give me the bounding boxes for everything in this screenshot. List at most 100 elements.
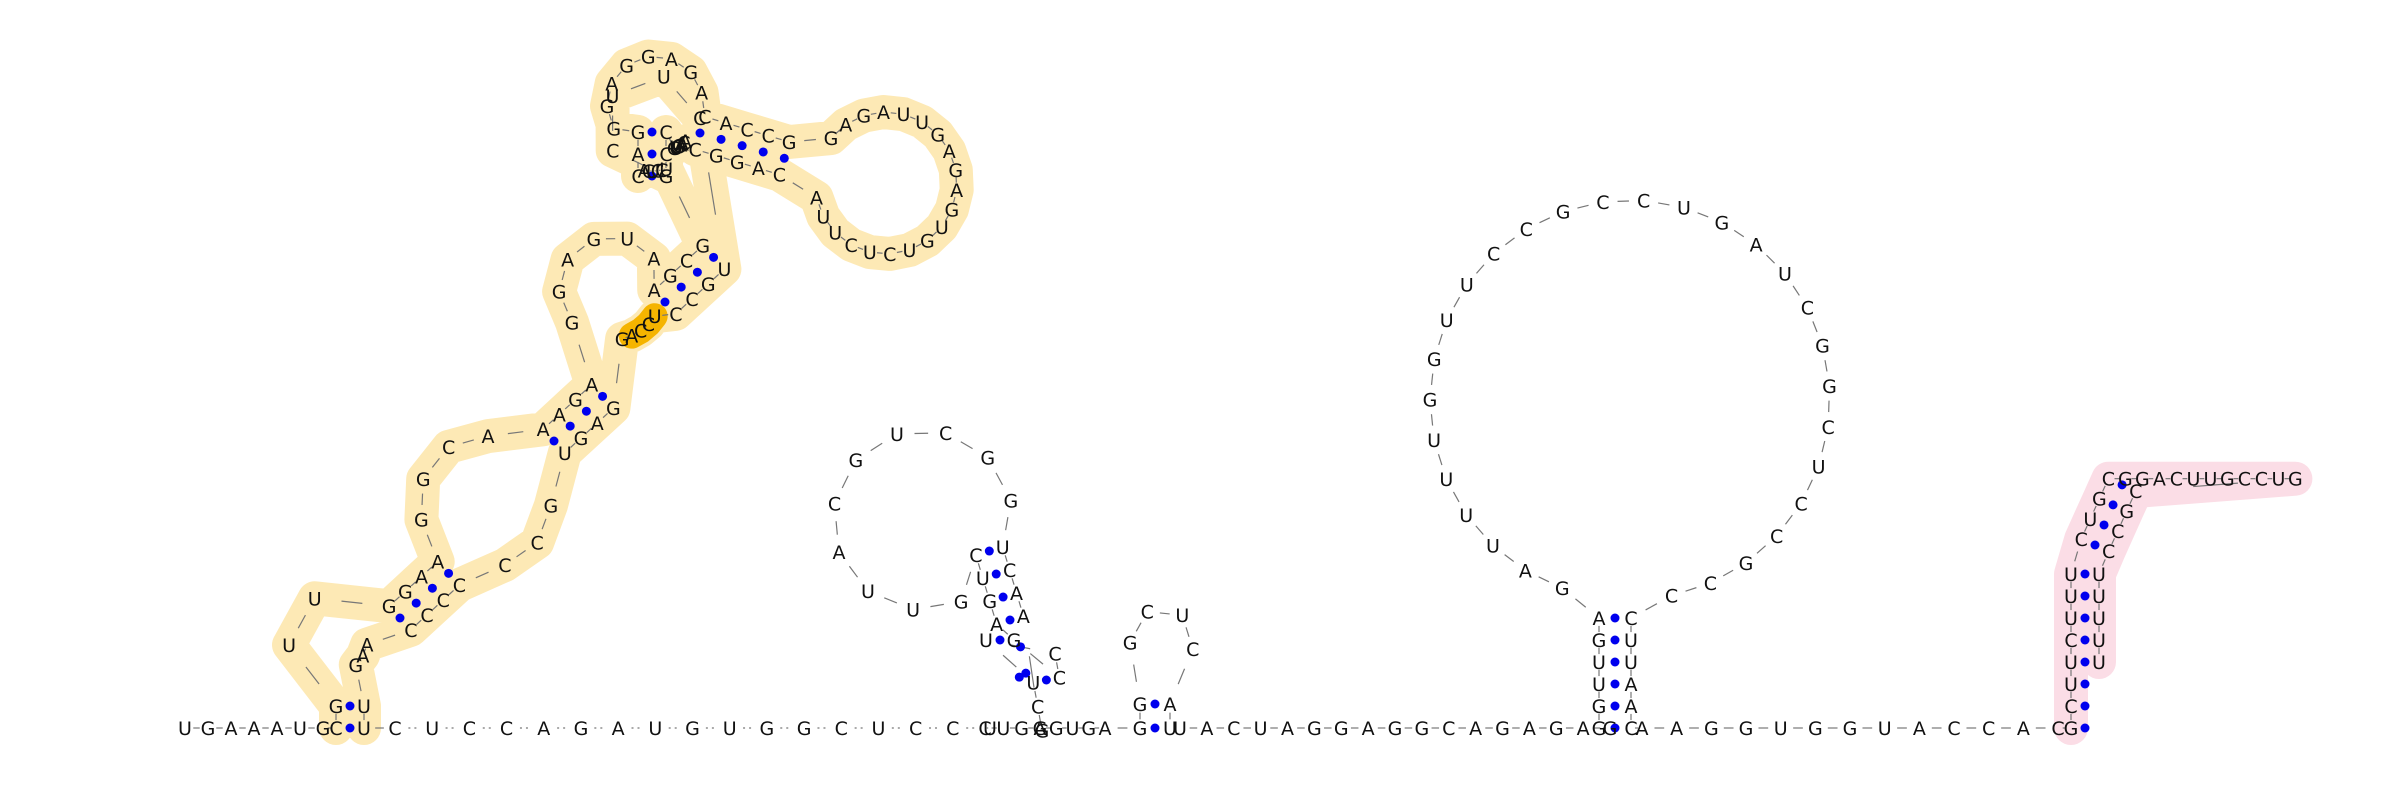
nucleotide: C <box>1003 560 1016 582</box>
backbone-link <box>884 597 898 604</box>
nucleotide: A <box>612 718 625 740</box>
backbone-link <box>1185 627 1190 637</box>
nucleotide: C <box>642 161 655 183</box>
nucleotide: A <box>561 249 574 271</box>
backbone-link <box>358 679 362 692</box>
nucleotide: C <box>655 160 668 182</box>
nucleotide: U <box>1427 430 1441 452</box>
backbone-link <box>432 604 438 610</box>
backbone-link <box>541 518 547 530</box>
backbone-link <box>1733 229 1745 238</box>
backbone-link <box>1028 656 1035 688</box>
nucleotide: C <box>651 161 664 183</box>
nucleotide: G <box>1035 720 1050 742</box>
backbone-link <box>608 91 611 98</box>
nucleotide: C <box>669 304 682 326</box>
nucleotide: G <box>849 450 864 472</box>
backbone-link <box>1002 654 1017 668</box>
nucleotide: G <box>552 282 567 304</box>
nucleotide: G <box>1555 578 1570 600</box>
nucleotide: U <box>646 161 660 183</box>
nucleotide: U <box>979 630 993 652</box>
nucleotide: A <box>1164 694 1177 716</box>
backbone-link <box>765 169 772 173</box>
backbone-link <box>909 116 916 120</box>
nucleotide: G <box>1549 718 1564 740</box>
nucleotide: C <box>642 314 655 336</box>
backbone-link <box>944 215 949 221</box>
base-pair-dot <box>1610 679 1620 689</box>
backbone-link <box>804 138 816 142</box>
backbone-link <box>659 280 665 286</box>
backbone-link <box>890 112 897 115</box>
backbone-link <box>1821 440 1826 453</box>
base-pair-dot <box>427 583 437 593</box>
nucleotide: U <box>2064 674 2078 696</box>
backbone-link <box>1005 516 1009 531</box>
nucleotide: A <box>647 249 660 271</box>
base-pair-layer <box>345 127 2127 733</box>
nucleotide: U <box>2203 469 2217 491</box>
backbone-link <box>744 163 751 167</box>
nucleotide: G <box>606 118 621 140</box>
nucleotide: C <box>1624 718 1637 740</box>
nucleotide: A <box>1625 696 1638 718</box>
backbone-link <box>702 101 705 109</box>
nucleotide: G <box>606 398 621 420</box>
nucleotide: U <box>723 718 737 740</box>
nucleotide: G <box>672 135 687 157</box>
backbone-link <box>431 458 440 468</box>
nucleotide: G <box>2092 489 2107 511</box>
nucleotide: C <box>631 166 644 188</box>
base-pair-dot <box>991 569 1001 579</box>
nucleotide: C <box>946 718 959 740</box>
nucleotide: G <box>1715 212 1730 234</box>
nucleotide: G <box>615 329 630 351</box>
backbone-link <box>1577 204 1589 209</box>
nucleotide: A <box>752 158 765 180</box>
backbone-link <box>835 128 841 134</box>
backbone-link <box>977 563 981 570</box>
backbone-link <box>953 196 956 203</box>
nucleotide: C <box>740 119 753 141</box>
nucleotide: A <box>1577 718 1590 740</box>
backbone-link <box>548 419 554 425</box>
backbone-link <box>631 159 648 168</box>
nucleotide: G <box>1427 349 1442 371</box>
base-pair-dot <box>676 282 686 292</box>
backbone-link <box>1430 414 1434 426</box>
backbone-link <box>1766 254 1776 264</box>
backbone-link <box>792 182 804 190</box>
backbone-link <box>639 171 643 175</box>
nucleotide: U <box>282 635 296 657</box>
base-pair-dot <box>444 568 454 578</box>
backbone-link <box>708 172 717 215</box>
nucleotide: G <box>1495 718 1510 740</box>
base-pair-dot <box>345 701 355 711</box>
nucleotide: C <box>463 718 476 740</box>
nucleotide: G <box>574 428 589 450</box>
backbone-link <box>896 250 903 254</box>
backbone-link <box>723 157 730 161</box>
nucleotide: U <box>1460 274 1474 296</box>
backbone-link <box>625 336 629 339</box>
nucleotide: A <box>481 426 494 448</box>
backbone-link <box>2102 485 2106 492</box>
nucleotide: G <box>1843 718 1858 740</box>
base-pair-dot <box>345 723 355 733</box>
nucleotide: C <box>1053 668 1066 690</box>
nucleotide: U <box>2092 564 2106 586</box>
backbone-link <box>507 431 524 435</box>
base-pair-dot <box>1610 613 1620 623</box>
backbone-link <box>382 634 396 640</box>
backbone-link <box>561 270 566 281</box>
nucleotide: G <box>670 136 685 158</box>
nucleotide: C <box>606 141 619 163</box>
nucleotide: U <box>861 581 875 603</box>
nucleotide: C <box>835 718 848 740</box>
backbone-link <box>827 221 832 228</box>
nucleotide: C <box>1031 696 1044 718</box>
backbone-link <box>586 427 592 433</box>
base-pair-dot <box>998 592 1008 602</box>
backbone-link <box>1722 569 1734 577</box>
